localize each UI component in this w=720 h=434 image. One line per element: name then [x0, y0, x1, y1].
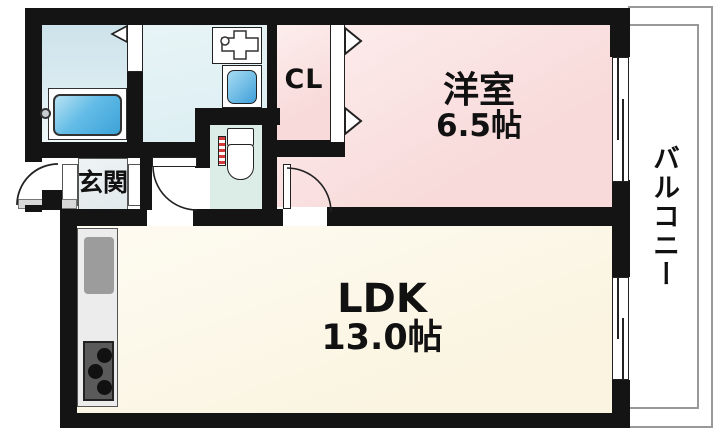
wall-left-upper: [25, 8, 42, 162]
washing-machine-icon: [227, 70, 257, 104]
closet-door-panel: [330, 25, 345, 142]
bathroom-folding-door-icon: [110, 24, 128, 44]
wall-wash-bottom: [143, 142, 207, 157]
western-room-label: 洋室 6.5帖: [379, 72, 579, 142]
western-door-arc: [286, 167, 332, 213]
balcony-inner-rail: [628, 24, 699, 409]
wall-top: [25, 8, 630, 25]
toilet-door-arc: [152, 165, 198, 211]
western-room-name: 洋室: [442, 70, 515, 111]
window-ldk-icon: [612, 277, 629, 380]
stove-burner-icon: [88, 364, 103, 379]
entrance-label: 玄関: [77, 168, 128, 197]
wall-right-2: [612, 180, 630, 277]
room-ldk: [77, 226, 612, 413]
wall-right-1: [610, 25, 630, 57]
bathtub-icon: [53, 94, 122, 136]
window-western-sash-a: [617, 57, 619, 140]
window-ldk-sash-a: [617, 277, 619, 339]
toilet-icon: [227, 144, 254, 180]
stove-burner-icon: [97, 380, 112, 395]
stove-burner-icon: [97, 348, 112, 363]
bathtub-faucet-icon: [40, 108, 51, 119]
wall-bath-divider: [127, 72, 143, 158]
wall-entrance-right: [140, 157, 152, 210]
wall-south-2: [193, 209, 283, 226]
kitchen-sink-icon: [84, 237, 114, 294]
wall-entrance-corner: [42, 190, 62, 210]
wall-washer-bottom: [195, 108, 280, 125]
wall-right-3: [612, 380, 630, 428]
washbasin-faucet-icon: [220, 36, 230, 46]
western-room-size: 6.5帖: [436, 107, 522, 144]
closet-folding-door-icon: [344, 105, 363, 137]
wall-toilet-right: [262, 125, 277, 212]
entrance-door-arc: [16, 163, 59, 206]
wall-bath-bottom: [25, 142, 143, 158]
wall-toilet-left: [195, 125, 210, 168]
ldk-size: 13.0帖: [321, 318, 443, 358]
ldk-name: LDK: [337, 276, 427, 322]
window-ldk-sash-b: [622, 318, 624, 380]
wall-wash-closet-divider: [267, 25, 277, 157]
room-closet: [277, 25, 330, 142]
wall-bottom: [60, 413, 630, 428]
window-western-sash-b: [622, 99, 624, 182]
wall-south-3: [327, 207, 612, 226]
toilet-door-leaf: [152, 157, 197, 167]
wall-south-1: [60, 209, 147, 226]
wall-left-lower: [60, 209, 77, 428]
bathroom-door-panel: [127, 25, 143, 72]
closet-label: CL: [284, 64, 324, 95]
window-western-icon: [612, 57, 629, 182]
closet-folding-door-icon: [344, 25, 363, 57]
wall-left-stub: [25, 205, 42, 212]
toilet-control-panel: [218, 136, 226, 166]
ldk-label: LDK 13.0帖: [282, 278, 482, 357]
western-door-leaf: [283, 164, 291, 209]
wall-below-closet: [277, 140, 345, 157]
balcony-label: バルコニー: [648, 143, 679, 289]
